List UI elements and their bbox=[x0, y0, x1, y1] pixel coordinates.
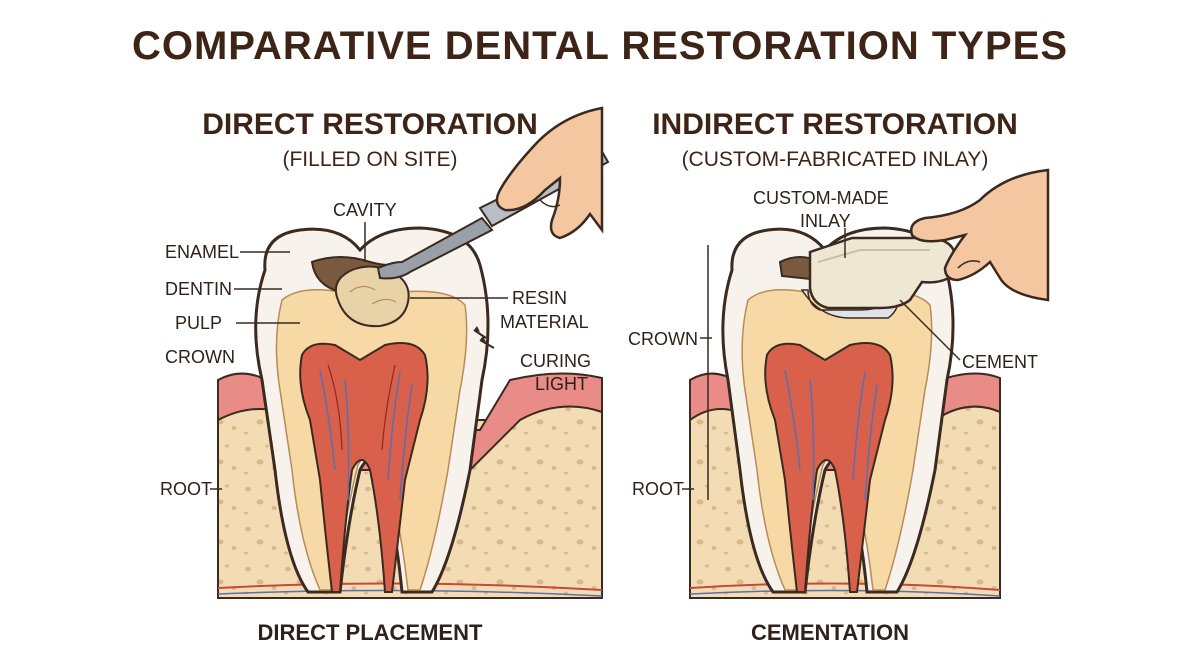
left-tooth-scene bbox=[210, 106, 610, 599]
right-hand bbox=[910, 168, 1050, 302]
label-inlay-line1: CUSTOM-MADE bbox=[753, 188, 889, 208]
left-panel-subheading: (FILLED ON SITE) bbox=[282, 148, 458, 171]
left-caption: DIRECT PLACEMENT bbox=[257, 620, 483, 645]
right-caption: CEMENTATION bbox=[750, 620, 910, 645]
label-inlay-line2: INLAY bbox=[800, 211, 851, 231]
label-cement: CEMENT bbox=[962, 352, 1038, 372]
label-resin-line1: RESIN bbox=[512, 288, 568, 308]
custom-inlay bbox=[808, 236, 957, 310]
resin-material bbox=[334, 265, 410, 328]
label-crown-left: CROWN bbox=[165, 347, 235, 367]
label-resin-line2: MATERIAL bbox=[500, 312, 589, 332]
diagram-title: COMPARATIVE DENTAL RESTORATION TYPES bbox=[131, 24, 1069, 68]
label-root-right: ROOT bbox=[632, 479, 684, 499]
label-cavity: CAVITY bbox=[333, 200, 397, 220]
dental-instrument bbox=[376, 216, 494, 280]
label-curing-line1: CURING bbox=[520, 351, 591, 371]
label-pulp: PULP bbox=[175, 313, 223, 333]
label-enamel: ENAMEL bbox=[165, 242, 240, 262]
left-panel-heading: DIRECT RESTORATION bbox=[202, 108, 538, 141]
right-panel-heading: INDIRECT RESTORATION bbox=[652, 108, 1018, 141]
label-dentin: DENTIN bbox=[165, 279, 232, 299]
label-root-left: ROOT bbox=[160, 479, 212, 499]
right-tooth-scene bbox=[682, 168, 1050, 599]
right-panel-subheading: (CUSTOM-FABRICATED INLAY) bbox=[681, 148, 989, 171]
label-crown-right: CROWN bbox=[628, 329, 698, 349]
label-curing-line2: LIGHT bbox=[535, 374, 589, 394]
left-hand bbox=[495, 106, 604, 240]
